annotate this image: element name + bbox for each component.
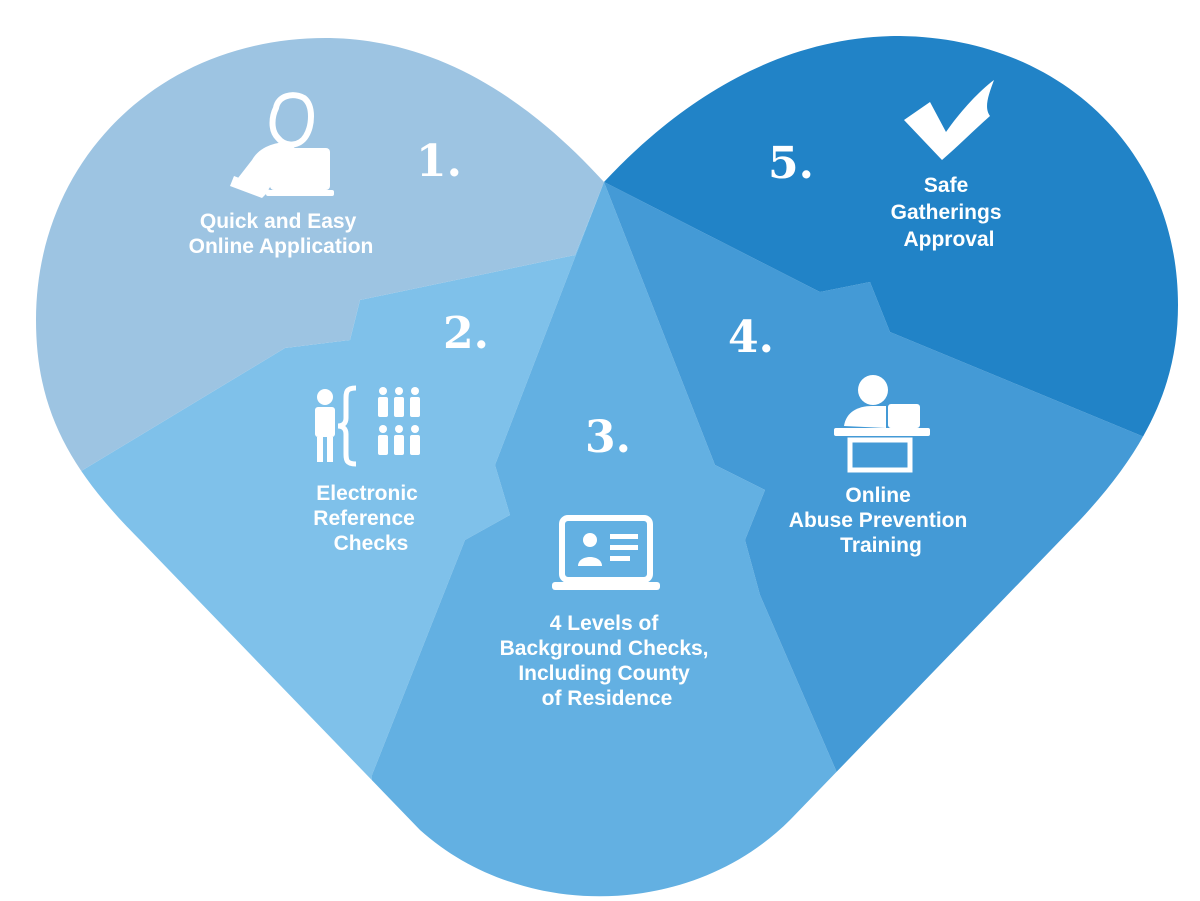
mini-person-body	[410, 435, 420, 455]
step-3: 3. 4 Levels of Background Checks, Includ…	[500, 412, 715, 710]
step-4-label-line-1: Online	[845, 484, 910, 507]
step-1: 1. Quick and Easy Online Application	[189, 92, 462, 258]
mini-person-body	[378, 397, 388, 417]
step-2-label-line-3: Checks	[334, 532, 409, 555]
step-4: 4. Online Abuse Prevention Training	[728, 312, 973, 557]
step-1-number: 1.	[416, 136, 462, 187]
step-5: 5. Safe Gatherings Approval	[768, 80, 1008, 251]
segment-1	[36, 36, 604, 520]
mini-person-head	[395, 425, 403, 433]
mini-person-head	[395, 387, 403, 395]
step-4-label-line-3: Training	[840, 534, 922, 557]
mini-people	[378, 387, 420, 455]
step-1-label-line-1: Quick and Easy	[200, 210, 357, 233]
step-4-label-line-2: Abuse Prevention	[789, 509, 968, 532]
step-5-label-line-3: Approval	[903, 228, 994, 251]
mini-person-body	[378, 435, 388, 455]
step-2-label: Electronic Reference Checks	[313, 482, 423, 555]
step-4-number: 4.	[728, 312, 774, 363]
step-1-label-line-2: Online Application	[189, 235, 374, 258]
mini-person-body	[394, 435, 404, 455]
id-card-monitor-icon	[552, 515, 660, 590]
step-3-label-line-4: of Residence	[542, 687, 673, 710]
mini-person-body	[410, 397, 420, 417]
step-2: 2. Electronic Reference Checks	[313, 308, 489, 555]
mini-person-head	[379, 425, 387, 433]
mini-person-head	[379, 387, 387, 395]
step-5-label: Safe Gatherings Approval	[891, 174, 1008, 251]
references-group-icon	[315, 385, 420, 467]
segment-3	[370, 182, 860, 897]
step-5-label-line-1: Safe	[924, 174, 968, 197]
step-2-number: 2.	[443, 308, 489, 359]
step-1-label: Quick and Easy Online Application	[189, 210, 374, 258]
step-2-label-line-1: Electronic	[316, 482, 418, 505]
step-5-label-line-2: Gatherings	[891, 201, 1002, 224]
segment-5	[604, 36, 1178, 460]
step-3-label: 4 Levels of Background Checks, Including…	[500, 612, 715, 710]
mini-person-head	[411, 387, 419, 395]
step-5-number: 5.	[768, 138, 814, 189]
mini-person-body	[394, 397, 404, 417]
step-3-label-line-1: 4 Levels of	[550, 612, 660, 635]
step-3-label-line-3: Including County	[518, 662, 690, 685]
step-3-number: 3.	[585, 412, 631, 463]
step-2-label-line-2: Reference	[313, 507, 415, 530]
person-desk-icon	[834, 375, 930, 473]
mini-person-head	[411, 425, 419, 433]
step-4-label: Online Abuse Prevention Training	[789, 484, 973, 557]
step-3-label-line-2: Background Checks,	[500, 637, 709, 660]
checkmark-icon	[904, 80, 994, 160]
person-laptop-icon	[230, 92, 334, 198]
